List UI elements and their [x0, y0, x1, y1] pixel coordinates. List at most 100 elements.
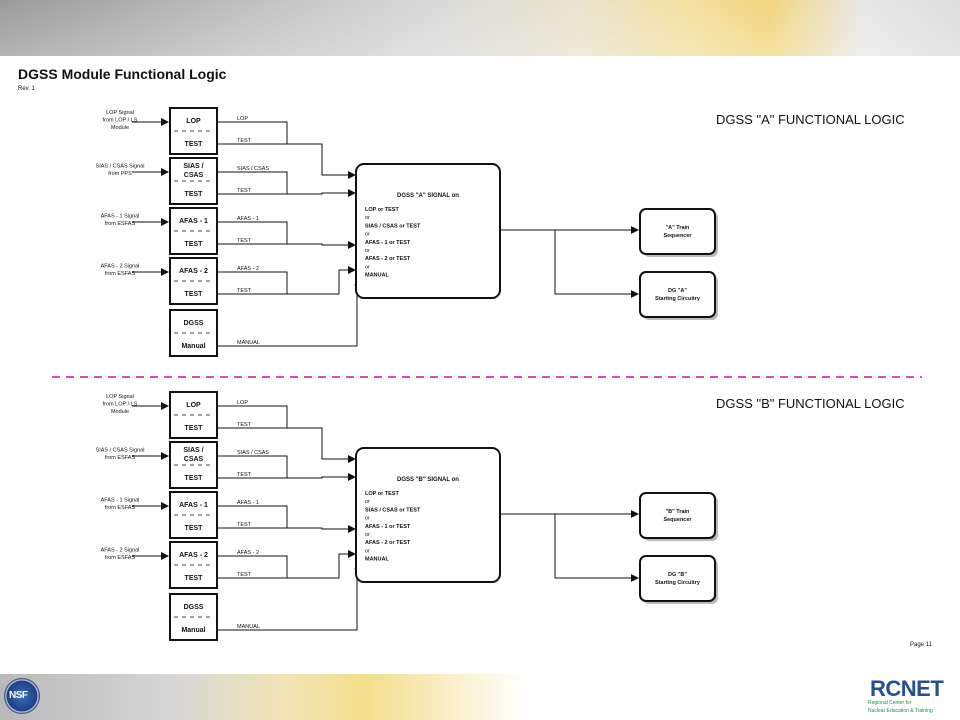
logic-line: AFAS - 2 or TEST — [365, 540, 411, 546]
module-merge-line — [217, 550, 356, 579]
logic-box — [355, 447, 501, 583]
output-label: Sequencer — [663, 517, 692, 523]
input-signal-label: SIAS / CSAS Signal — [96, 448, 145, 454]
module-merge-line — [217, 241, 356, 249]
module-top-label: CSAS — [184, 172, 204, 179]
module-out-bottom-label: TEST — [237, 472, 252, 478]
logic-line: LOP or TEST — [365, 491, 399, 497]
output-box — [639, 208, 716, 255]
logic-line: LOP or TEST — [365, 207, 399, 213]
input-signal-label: from ESFAS — [105, 455, 136, 461]
module-out-top-label: AFAS - 1 — [237, 216, 259, 222]
module-or-line — [217, 271, 288, 295]
logic-line: AFAS - 2 or TEST — [365, 256, 411, 262]
page-number: Page 11 — [910, 642, 932, 648]
module-out-top-label: LOP — [237, 116, 248, 122]
module-0: LOP TEST LOP TEST — [169, 107, 356, 179]
output-box — [639, 555, 716, 602]
module-merge-line — [217, 427, 356, 463]
module-out-top-label: SIAS / CSAS — [237, 450, 269, 456]
section-b: DGSS "B" FUNCTIONAL LOGIC LOP TEST LOP TEST S… — [96, 391, 905, 641]
input-signal-label: Module — [111, 125, 129, 131]
section-heading: DGSS "A" FUNCTIONAL LOGIC — [716, 112, 905, 127]
module-bottom-label: TEST — [185, 575, 204, 582]
input-signal-label: Module — [111, 409, 129, 415]
input-signal-label: AFAS - 2 Signal — [101, 264, 140, 270]
logic-line: or — [365, 232, 370, 238]
input-signal-label: AFAS - 1 Signal — [101, 214, 140, 220]
input-signal-label: from ESFAS — [105, 555, 136, 561]
module-0: LOP TEST LOP TEST — [169, 391, 356, 463]
module-merge-line — [217, 525, 356, 533]
module-merge-line — [217, 189, 356, 197]
input-signal-label: from ESFAS — [105, 221, 136, 227]
module-top-label: CSAS — [184, 456, 204, 463]
logic-line: or — [365, 516, 370, 522]
logic-line: or — [365, 548, 370, 554]
footer-banner — [0, 674, 960, 720]
module-1: SIAS / CSAS TEST SIAS / CSAS TEST — [169, 157, 356, 205]
module-bottom-label: TEST — [185, 425, 204, 432]
module-top-label: AFAS - 1 — [179, 218, 208, 225]
module-out-bottom-label: TEST — [237, 422, 252, 428]
logic-line: or — [365, 215, 370, 221]
output-label: DG "B" — [668, 572, 687, 578]
input-signal-label: from ESFAS — [105, 271, 136, 277]
output-label: "A" Train — [666, 225, 690, 231]
module-4: DGSS Manual MANUAL — [169, 565, 362, 641]
logic-line: AFAS - 1 or TEST — [365, 240, 411, 246]
module-top-label: SIAS / — [183, 163, 203, 170]
logic-title: DGSS "A" SIGNAL on — [397, 193, 459, 199]
logic-title: DGSS "B" SIGNAL on — [397, 477, 459, 483]
module-bottom-label: TEST — [185, 525, 204, 532]
module-bottom-label: Manual — [181, 627, 205, 634]
logic-line: SIAS / CSAS or TEST — [365, 507, 421, 513]
nsf-logo-text: NSF — [9, 690, 28, 701]
module-out-bottom-label: TEST — [237, 138, 252, 144]
input-signal-label: AFAS - 1 Signal — [101, 498, 140, 504]
module-top-label: LOP — [186, 118, 201, 125]
module-out-bottom-label: MANUAL — [237, 624, 260, 630]
input-signal-label: from ESFAS — [105, 505, 136, 511]
module-out-bottom-label: TEST — [237, 188, 252, 194]
section-a: DGSS "A" FUNCTIONAL LOGICLOPTESTLOPTESTS… — [96, 107, 905, 357]
module-top-label: DGSS — [184, 604, 204, 611]
section-heading: DGSS "B" FUNCTIONAL LOGIC — [716, 396, 905, 411]
logic-line: or — [365, 532, 370, 538]
module-out-top-label: LOP — [237, 400, 248, 406]
module-top-label: LOP — [186, 402, 201, 409]
module-out-top-label: AFAS - 2 — [237, 550, 259, 556]
output-label: Starting Circuitry — [655, 296, 701, 302]
input-signal-label: AFAS - 2 Signal — [101, 548, 140, 554]
output-arrow-2 — [554, 514, 639, 582]
logic-line: MANUAL — [365, 273, 389, 279]
module-bottom-label: TEST — [185, 141, 204, 148]
module-bottom-label: TEST — [185, 191, 204, 198]
module-merge-line — [217, 473, 356, 481]
module-bottom-label: TEST — [185, 291, 204, 298]
output-label: Starting Circuitry — [655, 580, 701, 586]
module-top-label: AFAS - 1 — [179, 502, 208, 509]
rcnet-tagline-2: Nuclear Education & Training — [868, 708, 933, 714]
module-out-top-label: SIAS / CSAS — [237, 166, 269, 172]
rcnet-logo: RCNET — [870, 676, 944, 701]
rcnet-tagline-1: Regional Center for — [868, 700, 912, 706]
input-signal-label: LOP Signal — [106, 394, 134, 400]
logic-line: or — [365, 499, 370, 505]
logic-line: SIAS / CSAS or TEST — [365, 223, 421, 229]
revision-label: Rev. 1 — [18, 86, 35, 92]
logic-line: AFAS - 1 or TEST — [365, 524, 411, 530]
nsf-logo — [4, 678, 40, 714]
module-merge-line — [217, 266, 356, 295]
module-out-top-label: AFAS - 1 — [237, 500, 259, 506]
module-top-label: AFAS - 2 — [179, 268, 208, 275]
module-or-line — [217, 405, 288, 429]
header-banner — [0, 0, 960, 56]
module-bottom-label: TEST — [185, 475, 204, 482]
